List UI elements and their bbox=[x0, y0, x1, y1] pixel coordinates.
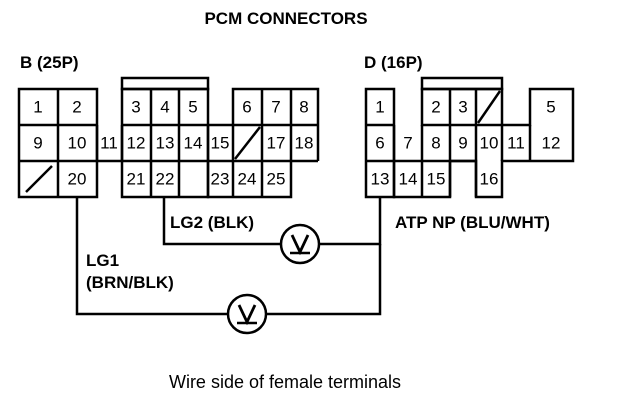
connector-b-terminal-8: 8 bbox=[299, 98, 308, 117]
connector-d-terminal-6: 6 bbox=[375, 134, 384, 153]
connector-b-terminal-2: 2 bbox=[72, 98, 81, 117]
connector-b-outline bbox=[206, 125, 318, 199]
caption: Wire side of female terminals bbox=[169, 372, 401, 392]
connector-b-blank-cavity-mark bbox=[25, 165, 53, 193]
connector-b-terminal-7: 7 bbox=[271, 98, 280, 117]
connector-d-terminal-13: 13 bbox=[371, 170, 390, 189]
connector-b-terminal-5: 5 bbox=[188, 98, 197, 117]
connector-d-label: D (16P) bbox=[364, 53, 423, 72]
connector-b-terminal-6: 6 bbox=[242, 98, 251, 117]
connector-b-terminal-20: 20 bbox=[68, 170, 87, 189]
connector-b-terminal-15: 15 bbox=[211, 134, 230, 153]
connector-d-latch-tab bbox=[420, 76, 504, 91]
connector-b-latch-tab bbox=[120, 76, 210, 91]
wire-lg1-return bbox=[267, 244, 382, 316]
connector-b-terminal-1: 1 bbox=[33, 98, 42, 117]
wire-atp-np-label: ATP NP (BLU/WHT) bbox=[395, 213, 550, 232]
connector-d-terminal-15: 15 bbox=[427, 170, 446, 189]
connector-d-terminal-11: 11 bbox=[507, 134, 525, 153]
page-title: PCM CONNECTORS bbox=[204, 9, 367, 28]
voltmeter-icon-glyph bbox=[237, 304, 257, 326]
connector-d-terminal-2: 2 bbox=[431, 98, 440, 117]
connector-d-terminal-1: 1 bbox=[375, 98, 384, 117]
wire-lg1 bbox=[75, 197, 228, 316]
wire-lg1-color: (BRN/BLK) bbox=[86, 273, 174, 292]
connector-d-terminal-8: 8 bbox=[431, 134, 440, 153]
voltmeter-icon bbox=[226, 293, 268, 335]
connector-b-terminal-3: 3 bbox=[131, 98, 140, 117]
connector-d-blank-cavity-mark bbox=[476, 90, 502, 124]
connector-d-terminal-3: 3 bbox=[458, 98, 467, 117]
connector-d-terminal-16: 16 bbox=[480, 170, 499, 189]
connector-d-terminal-14: 14 bbox=[399, 170, 418, 189]
connector-b-terminal-4: 4 bbox=[160, 98, 169, 117]
connector-d-terminal-12: 12 bbox=[542, 134, 561, 153]
connector-b-terminal-22: 22 bbox=[156, 170, 175, 189]
connector-d-terminal-5: 5 bbox=[546, 98, 555, 117]
voltmeter-icon-glyph bbox=[290, 234, 310, 256]
connector-b-terminal-13: 13 bbox=[156, 134, 175, 153]
connector-outlines bbox=[17, 76, 575, 335]
connector-b-terminal-12: 12 bbox=[127, 134, 146, 153]
wire-lg1-label: LG1 bbox=[86, 251, 119, 270]
connector-b-blank-cavity-mark bbox=[234, 126, 261, 160]
connector-b-terminal-17: 17 bbox=[267, 134, 286, 153]
connector-d-terminal-9: 9 bbox=[458, 134, 467, 153]
connector-b-terminal-11: 11 bbox=[100, 134, 118, 153]
connector-b-terminal-23: 23 bbox=[211, 170, 230, 189]
voltmeter-icon bbox=[279, 223, 321, 265]
connector-b-terminal-9: 9 bbox=[33, 134, 42, 153]
wire-lg2 bbox=[162, 197, 281, 246]
connector-b-outline bbox=[208, 87, 320, 161]
connector-d-terminal-10: 10 bbox=[480, 134, 499, 153]
connector-b-terminal-24: 24 bbox=[238, 170, 257, 189]
connector-b-terminal-14: 14 bbox=[184, 134, 203, 153]
wire-lg2-label: LG2 (BLK) bbox=[170, 213, 254, 232]
connector-b-label: B (25P) bbox=[20, 53, 79, 72]
connector-d-terminal-7: 7 bbox=[403, 134, 412, 153]
connector-b-terminal-21: 21 bbox=[127, 170, 146, 189]
connector-b-terminal-25: 25 bbox=[267, 170, 286, 189]
connector-b-terminal-18: 18 bbox=[295, 134, 314, 153]
connector-b-terminal-10: 10 bbox=[68, 134, 87, 153]
wire-atp-np bbox=[320, 197, 382, 246]
